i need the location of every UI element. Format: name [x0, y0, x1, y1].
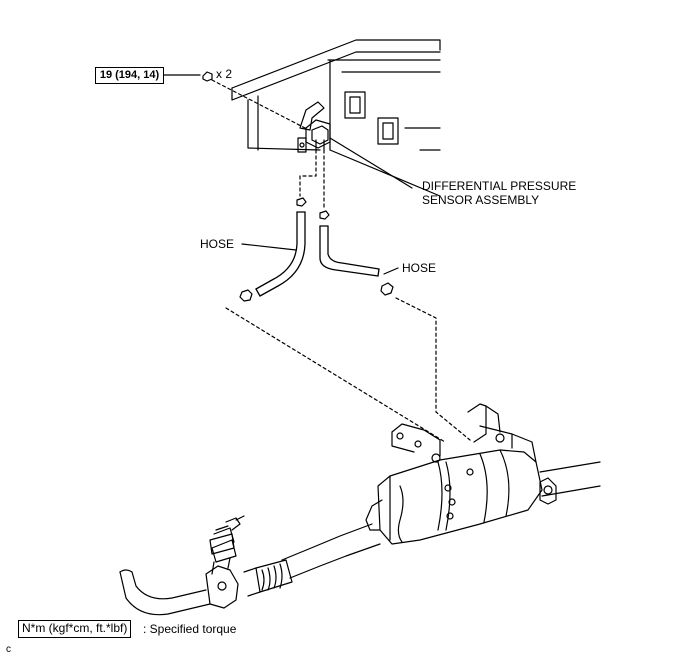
- quantity-label: x 2: [216, 67, 233, 81]
- left-hose: [255, 211, 306, 297]
- exhaust-flange-left: [205, 515, 245, 609]
- tail-pipe-left: [119, 569, 211, 616]
- exhaust-pipe-right: [539, 461, 601, 505]
- corner-mark: c: [6, 644, 11, 655]
- frame-rail: [231, 39, 441, 197]
- torque-legend-text: : Specified torque: [143, 622, 237, 636]
- hose-label-left: HOSE: [200, 237, 235, 251]
- hose-clips-upper: [296, 197, 330, 220]
- converter-bracket: [391, 403, 537, 463]
- hose-label-right: HOSE: [402, 261, 437, 275]
- hose-clips-lower: [239, 282, 394, 302]
- sensor-guide-lines: [299, 149, 325, 211]
- bolt-leader: [163, 71, 306, 129]
- oxygen-sensor: [209, 525, 235, 555]
- label-leaders: [241, 243, 399, 275]
- exhaust-guide-lines: [225, 297, 471, 443]
- right-hose: [319, 225, 380, 277]
- torque-legend-box: N*m (kgf*cm, ft.*lbf): [18, 620, 132, 638]
- sensor-label-line1: DIFFERENTIAL PRESSURE: [422, 179, 577, 193]
- sensor-label-line2: SENSOR ASSEMBLY: [422, 193, 540, 207]
- catalytic-converter: [365, 449, 543, 545]
- front-exhaust-pipe: [243, 523, 381, 597]
- differential-pressure-sensor: [297, 101, 413, 189]
- torque-spec-box: 19 (194, 14): [95, 67, 164, 84]
